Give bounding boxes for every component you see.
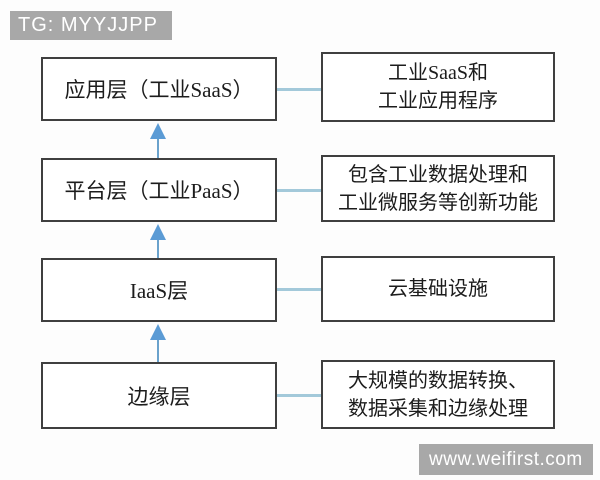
layer-box-iaas: IaaS层 [41,258,277,322]
layer-box-application: 应用层（工业SaaS） [41,57,277,121]
description-box-platform: 包含工业数据处理和 工业微服务等创新功能 [321,155,555,222]
connector-line-edge [277,394,321,397]
layer-box-edge: 边缘层 [41,362,277,429]
description-box-edge: 大规模的数据转换、 数据采集和边缘处理 [321,360,555,429]
telegram-watermark-badge: TG: MYYJJPP [10,11,172,40]
website-watermark: www.weifirst.com [419,444,593,475]
connector-line-iaas [277,288,321,291]
up-arrow-iaas-to-platform [150,224,166,258]
description-box-application: 工业SaaS和 工业应用程序 [321,52,555,122]
up-arrow-platform-to-application [150,123,166,158]
connector-line-platform [277,189,321,192]
up-arrow-edge-to-iaas [150,324,166,362]
description-box-iaas: 云基础设施 [321,256,555,322]
connector-line-application [277,88,321,91]
layer-box-platform: 平台层（工业PaaS） [41,158,277,222]
